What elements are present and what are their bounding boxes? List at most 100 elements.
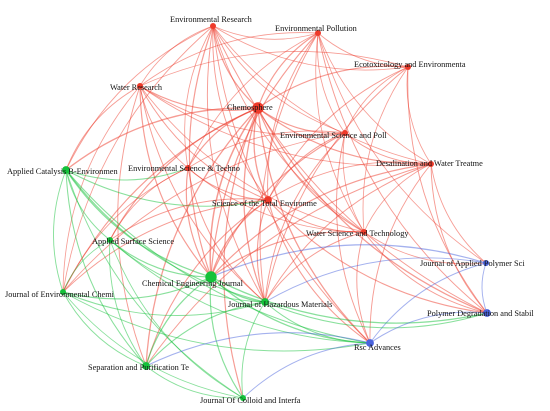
- edge-env-research-desalination: [212, 25, 432, 165]
- edge-env-pollution-j-applied-polymer: [317, 32, 487, 264]
- edge-env-sci-poll-env-sci-techno: [187, 130, 346, 169]
- edge-ecotox-j-hazardous: [264, 66, 409, 303]
- edge-env-research-j-hazardous: [206, 25, 266, 303]
- edge-desalination-j-applied-polymer: [430, 163, 487, 264]
- edge-env-pollution-water-research: [139, 32, 319, 87]
- edge-chem-eng-journal-polymer-degradation: [210, 276, 488, 324]
- edge-env-sci-poll-desalination: [344, 132, 432, 165]
- edge-water-sci-tech-rsc-advances: [356, 231, 371, 344]
- edge-desalination-rsc-advances: [369, 163, 432, 344]
- edge-chemosphere-j-hazardous: [243, 107, 266, 303]
- edge-env-research-water-research: [139, 25, 214, 87]
- node-desalination[interactable]: [428, 161, 434, 167]
- edge-water-sci-tech-chem-eng-journal: [210, 230, 365, 278]
- edge-env-research-env-pollution: [212, 25, 319, 40]
- node-polymer-degradation[interactable]: [483, 309, 491, 317]
- edge-env-research-chemosphere: [212, 25, 259, 109]
- edge-chemosphere-applied-catalysis: [65, 107, 259, 171]
- edge-applied-catalysis-env-sci-techno: [65, 167, 189, 181]
- edge-env-pollution-sci-total-env: [267, 32, 319, 201]
- edge-sci-total-env-j-env-chem: [62, 199, 269, 293]
- edge-env-sci-poll-j-hazardous: [264, 132, 346, 303]
- edge-water-research-chemosphere: [139, 85, 259, 112]
- edge-env-research-rsc-advances: [212, 25, 371, 344]
- node-label-j-applied-polymer: Journal of Applied Polymer Sci: [420, 259, 525, 268]
- node-j-colloid[interactable]: [240, 395, 246, 401]
- edge-chem-eng-journal-j-colloid: [209, 276, 244, 399]
- edge-chemosphere-rsc-advances: [257, 107, 371, 344]
- node-label-sci-total-env: Science of the Total Environme: [212, 199, 317, 208]
- edge-j-hazardous-j-colloid: [241, 301, 266, 399]
- node-j-applied-polymer[interactable]: [483, 260, 489, 266]
- node-label-applied-catalysis: Applied Catalysis B-Environmen: [7, 167, 118, 176]
- node-label-water-sci-tech: Water Science and Technology: [306, 229, 409, 238]
- node-env-sci-techno[interactable]: [185, 165, 191, 171]
- edge-env-research-chem-eng-journal: [188, 25, 214, 278]
- node-label-desalination: Desalination and Water Treatme: [376, 159, 483, 168]
- node-chemosphere[interactable]: [252, 102, 264, 114]
- edge-ecotox-chemosphere: [257, 65, 409, 109]
- edge-j-hazardous-separation-purification: [145, 301, 266, 367]
- node-separation-purification[interactable]: [142, 362, 150, 370]
- node-chem-eng-journal[interactable]: [205, 271, 217, 283]
- edge-sci-total-env-applied-surface: [109, 198, 269, 241]
- edge-applied-catalysis-j-env-chem: [53, 169, 67, 293]
- edge-j-env-chem-rsc-advances: [62, 291, 371, 352]
- edge-j-applied-polymer-chem-eng-journal: [210, 244, 487, 278]
- node-label-ecotox: Ecotoxicology and Environmenta: [354, 60, 466, 69]
- edge-water-sci-tech-j-applied-polymer: [363, 231, 487, 265]
- node-j-hazardous[interactable]: [261, 298, 269, 306]
- node-applied-surface[interactable]: [107, 237, 113, 243]
- node-label-j-colloid: Journal Of Colloid and Interfa: [200, 396, 301, 405]
- node-env-pollution[interactable]: [315, 30, 321, 36]
- node-water-sci-tech[interactable]: [361, 229, 367, 235]
- edge-water-research-j-env-chem: [62, 85, 141, 293]
- edge-env-sci-poll-j-env-chem: [62, 132, 346, 293]
- edge-rsc-advances-separation-purification: [145, 332, 371, 367]
- node-env-research[interactable]: [210, 23, 216, 29]
- node-water-research[interactable]: [137, 83, 143, 89]
- edge-env-research-applied-catalysis: [65, 25, 214, 171]
- edge-sci-total-env-rsc-advances: [267, 199, 371, 344]
- edge-j-env-chem-separation-purification: [62, 291, 147, 367]
- edge-desalination-water-sci-tech: [363, 163, 432, 233]
- node-rsc-advances[interactable]: [366, 339, 374, 347]
- edge-chemosphere-sci-total-env: [253, 107, 269, 201]
- node-env-sci-poll[interactable]: [342, 130, 348, 136]
- edge-water-research-chem-eng-journal: [139, 85, 212, 278]
- node-label-rsc-advances: Rsc Advances: [354, 343, 401, 352]
- node-label-separation-purification: Separation and Purification Te: [88, 363, 189, 372]
- edge-sci-total-env-separation-purification: [145, 199, 269, 367]
- edge-polymer-degradation-rsc-advances: [369, 311, 488, 344]
- node-applied-catalysis[interactable]: [62, 166, 70, 174]
- edge-env-pollution-water-sci-tech: [315, 32, 365, 233]
- node-j-env-chem[interactable]: [60, 289, 66, 295]
- edge-j-applied-polymer-rsc-advances: [369, 262, 487, 344]
- edge-rsc-advances-j-colloid: [242, 342, 371, 399]
- edge-j-env-chem-j-hazardous: [62, 291, 266, 316]
- edge-water-sci-tech-j-hazardous: [264, 231, 365, 303]
- edge-water-sci-tech-polymer-degradation: [363, 231, 488, 314]
- node-label-water-research: Water Research: [110, 83, 163, 92]
- edge-env-pollution-chem-eng-journal: [210, 32, 319, 278]
- edge-ecotox-water-research: [139, 51, 409, 87]
- edge-j-applied-polymer-j-hazardous: [264, 257, 487, 303]
- edge-chemosphere-separation-purification: [145, 107, 259, 367]
- edge-applied-catalysis-chem-eng-journal: [65, 169, 212, 278]
- edge-applied-surface-j-hazardous: [109, 239, 266, 303]
- node-label-env-research: Environmental Research: [170, 15, 253, 24]
- edge-applied-catalysis-applied-surface: [65, 169, 111, 241]
- edge-water-research-env-sci-poll: [139, 85, 346, 136]
- node-sci-total-env[interactable]: [264, 196, 272, 204]
- edge-applied-surface-rsc-advances: [109, 239, 371, 344]
- edge-env-research-j-env-chem: [62, 25, 214, 293]
- edge-water-research-water-sci-tech: [139, 85, 365, 233]
- edge-sci-total-env-polymer-degradation: [267, 199, 488, 314]
- node-label-polymer-degradation: Polymer Degradation and Stabil: [427, 309, 534, 318]
- node-label-chemosphere: Chemosphere: [227, 103, 273, 112]
- edge-chemosphere-desalination: [257, 107, 432, 165]
- node-label-applied-surface: Applied Surface Science: [92, 237, 174, 246]
- node-ecotox[interactable]: [405, 64, 411, 70]
